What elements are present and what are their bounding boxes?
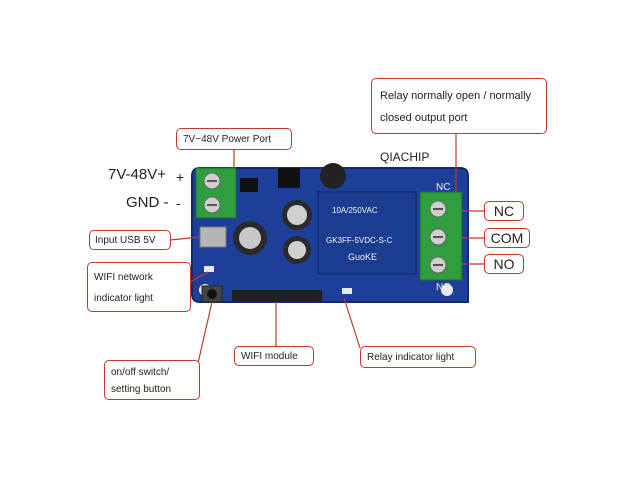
relay-brand: GuoKE <box>348 252 378 262</box>
relay-led <box>342 288 352 294</box>
gnd-label: GND - <box>126 194 169 211</box>
relay-rating: 10A/250VAC <box>332 206 378 215</box>
ic-chip-left <box>240 178 258 192</box>
board-nc-mark: NC <box>436 182 451 193</box>
wifi-indicator-callout-line2: indicator light <box>94 293 153 304</box>
nc-terminal-label: NC <box>484 201 524 221</box>
switch-callout-line2: setting button <box>111 384 172 395</box>
relay-model: GK3FF-5VDC-S-C <box>326 236 393 245</box>
wifi-module-callout: WIFI module <box>234 346 314 366</box>
inductor <box>320 163 346 189</box>
relay-output-callout: Relay normally open / normally closed ou… <box>371 78 547 134</box>
leader-lines <box>169 134 484 373</box>
no-terminal-label: NO <box>484 254 524 274</box>
micro-usb-port <box>199 226 227 248</box>
board-no-mark: NO <box>436 282 451 293</box>
com-terminal-label: COM <box>484 228 530 248</box>
capacitor-3-top <box>288 241 306 259</box>
wifi-indicator-callout: WIFI network indicator light <box>87 262 191 312</box>
board-brand: QIACHIP <box>380 150 430 164</box>
wifi-module-strip <box>232 290 322 302</box>
power-port-callout: 7V~48V Power Port <box>176 128 292 150</box>
capacitor-1-top <box>239 227 261 249</box>
switch-callout: on/off switch/ setting button <box>104 360 200 400</box>
relay-output-callout-line1: Relay normally open / normally <box>380 90 532 102</box>
svg-text:-: - <box>176 195 181 211</box>
ic-chip-top <box>278 168 300 188</box>
capacitor-2-top <box>287 205 307 225</box>
mount-hole-right <box>441 284 453 296</box>
wifi-led <box>204 266 214 272</box>
relay-output-callout-line2: closed output port <box>380 112 468 124</box>
svg-text:+: + <box>176 169 184 185</box>
relay-indicator-callout: Relay indicator light <box>360 346 476 368</box>
vplus-label: 7V-48V+ <box>108 166 166 183</box>
input-usb-callout: Input USB 5V <box>89 230 171 250</box>
relay-module <box>317 191 417 275</box>
wifi-indicator-callout-line1: WIFI network <box>94 272 153 283</box>
switch-callout-line1: on/off switch/ <box>111 367 170 378</box>
